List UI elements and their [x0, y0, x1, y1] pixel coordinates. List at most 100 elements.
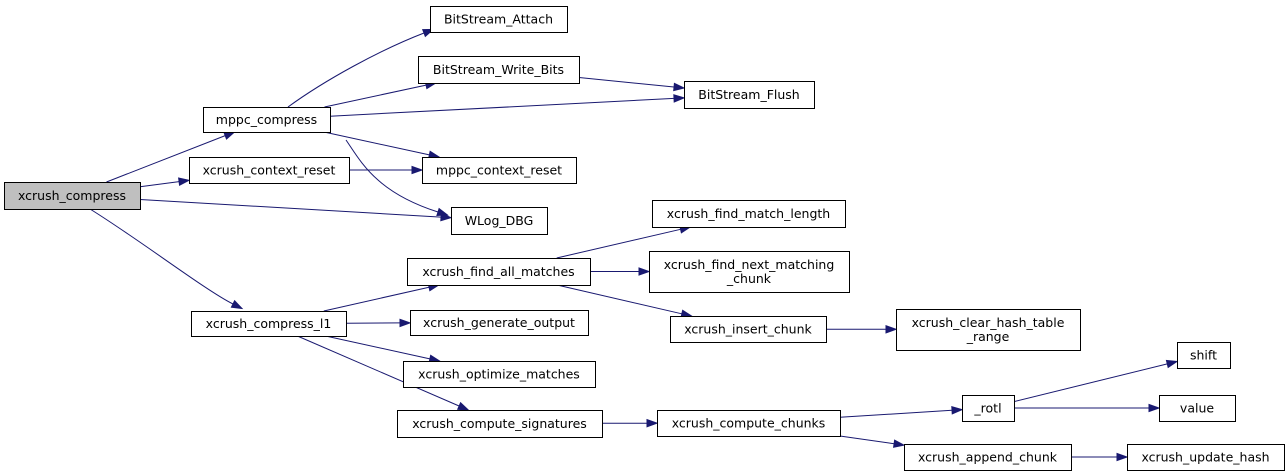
node-label: mppc_context_reset	[436, 163, 562, 178]
edge-xcrush-find-all-matches-to-xcrush-find-next-matching-chunk	[590, 267, 651, 276]
node-value[interactable]: value	[1159, 395, 1236, 422]
edge-xcrush-compress-l1-to-xcrush-generate-output	[345, 318, 412, 328]
node-box	[649, 251, 850, 293]
edge-xcrush-compute-signatures-to-xcrush-compute-chunks	[601, 418, 659, 428]
edge-xcrush-compress-to-xcrush-context-reset	[139, 177, 191, 188]
arrowhead	[892, 439, 906, 448]
node-label: _chunk	[726, 271, 772, 286]
node-label: xcrush_clear_hash_table	[912, 315, 1065, 330]
edge-line	[345, 139, 439, 213]
node-xcrush-find-next-matching-chunk[interactable]: xcrush_find_next_matching_chunk	[649, 251, 850, 293]
edge-line	[324, 84, 427, 108]
edge-mppc-compress-to-bitstream-write-bits	[324, 80, 438, 108]
node-box	[4, 182, 141, 210]
node-bitstream-flush[interactable]: BitStream_Flush	[684, 81, 815, 109]
edge-line	[839, 435, 895, 445]
node-xcrush-optimize-matches[interactable]: xcrush_optimize_matches	[403, 361, 596, 388]
arrowhead	[411, 165, 424, 175]
edge-xcrush-compute-chunks-to-xcrush-append-chunk	[839, 435, 906, 448]
edge-line	[839, 409, 953, 418]
node-xcrush-find-all-matches[interactable]: xcrush_find_all_matches	[407, 258, 591, 286]
node-label: BitStream_Flush	[698, 87, 799, 102]
arrowhead	[399, 318, 412, 328]
arrowhead	[673, 82, 686, 92]
edge-bitstream-write-bits-to-bitstream-flush	[578, 77, 686, 92]
node-xcrush-insert-chunk[interactable]: xcrush_insert_chunk	[670, 316, 827, 343]
edge-xcrush-compress-l1-to-xcrush-find-all-matches	[323, 283, 441, 312]
edge-line	[287, 32, 425, 108]
edge-xcrush-insert-chunk-to-xcrush-clear-hash-table-range	[825, 324, 898, 334]
node-box	[1127, 444, 1285, 471]
node-shift[interactable]: shift	[1177, 342, 1231, 369]
node-box	[189, 157, 350, 184]
edge-line	[89, 208, 234, 305]
edge-mppc-compress-to-mppc-context-reset	[323, 131, 441, 159]
edge-xcrush-compute-chunks-to-rotl	[839, 405, 964, 418]
node-wlog-dbg[interactable]: WLog_DBG	[451, 207, 548, 235]
node-bitstream-attach[interactable]: BitStream_Attach	[430, 6, 568, 33]
nodes-layer: xcrush_compress mppc_compress xcrush_conte…	[4, 6, 1285, 471]
node-mppc-compress[interactable]: mppc_compress	[203, 107, 331, 133]
node-label: xcrush_compute_chunks	[672, 416, 826, 431]
node-box	[657, 410, 841, 437]
edge-line	[329, 97, 675, 117]
node-label: xcrush_update_hash	[1141, 450, 1269, 465]
node-label: xcrush_compress	[18, 188, 126, 203]
node-label: BitStream_Attach	[444, 12, 553, 27]
edge-line	[323, 286, 430, 312]
node-label: _rotl	[973, 401, 1001, 416]
edge-line	[323, 131, 430, 156]
edge-rotl-to-shift	[1013, 359, 1179, 403]
node-label: WLog_DBG	[465, 213, 534, 228]
arrowhead	[885, 324, 898, 334]
node-label: xcrush_compress_l1	[206, 316, 332, 331]
node-xcrush-context-reset[interactable]: xcrush_context_reset	[189, 157, 350, 184]
node-label: _range	[966, 329, 1010, 344]
node-bitstream-write-bits[interactable]: BitStream_Write_Bits	[418, 56, 580, 84]
node-label: xcrush_insert_chunk	[684, 322, 812, 337]
arrowhead	[178, 177, 191, 186]
edge-line	[556, 228, 681, 259]
node-label: value	[1180, 401, 1214, 416]
node-xcrush-compress-l1[interactable]: xcrush_compress_l1	[191, 311, 347, 337]
node-mppc-context-reset[interactable]: mppc_context_reset	[422, 157, 577, 184]
node-xcrush-clear-hash-table-range[interactable]: xcrush_clear_hash_table_range	[896, 309, 1081, 351]
node-rotl[interactable]: _rotl	[962, 395, 1015, 422]
node-xcrush-compress: xcrush_compress	[4, 182, 141, 210]
edge-line	[139, 199, 442, 218]
node-xcrush-append-chunk[interactable]: xcrush_append_chunk	[904, 444, 1072, 471]
node-box	[410, 310, 589, 336]
node-xcrush-compute-signatures[interactable]: xcrush_compute_signatures	[397, 410, 603, 438]
node-label: xcrush_find_all_matches	[422, 264, 574, 279]
arrowhead	[638, 267, 651, 276]
edge-xcrush-context-reset-to-mppc-context-reset	[349, 165, 424, 175]
edge-line	[325, 335, 431, 360]
node-label: mppc_compress	[216, 112, 317, 127]
node-label: xcrush_optimize_matches	[418, 367, 580, 382]
arrowhead	[1148, 403, 1161, 413]
arrowhead	[646, 418, 659, 428]
node-box	[684, 81, 815, 109]
edge-line	[578, 77, 675, 88]
arrowhead	[436, 207, 449, 216]
node-xcrush-generate-output[interactable]: xcrush_generate_output	[410, 310, 589, 336]
node-label: xcrush_append_chunk	[918, 450, 1058, 465]
node-box	[203, 107, 331, 133]
node-label: xcrush_compute_signatures	[412, 416, 587, 431]
arrowhead	[951, 405, 964, 415]
node-box	[652, 200, 846, 228]
arrowhead	[230, 299, 244, 310]
edge-line	[139, 181, 180, 188]
edge-line	[556, 284, 682, 315]
node-box	[904, 444, 1072, 471]
node-xcrush-find-match-length[interactable]: xcrush_find_match_length	[652, 200, 846, 228]
node-xcrush-compute-chunks[interactable]: xcrush_compute_chunks	[657, 410, 841, 437]
node-label: shift	[1190, 348, 1217, 363]
node-label: xcrush_context_reset	[203, 163, 336, 178]
edge-line	[1013, 363, 1168, 403]
node-label: xcrush_find_match_length	[667, 206, 830, 221]
node-box	[407, 258, 591, 286]
edge-mppc-compress-to-wlog-dbg	[345, 139, 449, 216]
node-xcrush-update-hash[interactable]: xcrush_update_hash	[1127, 444, 1285, 471]
